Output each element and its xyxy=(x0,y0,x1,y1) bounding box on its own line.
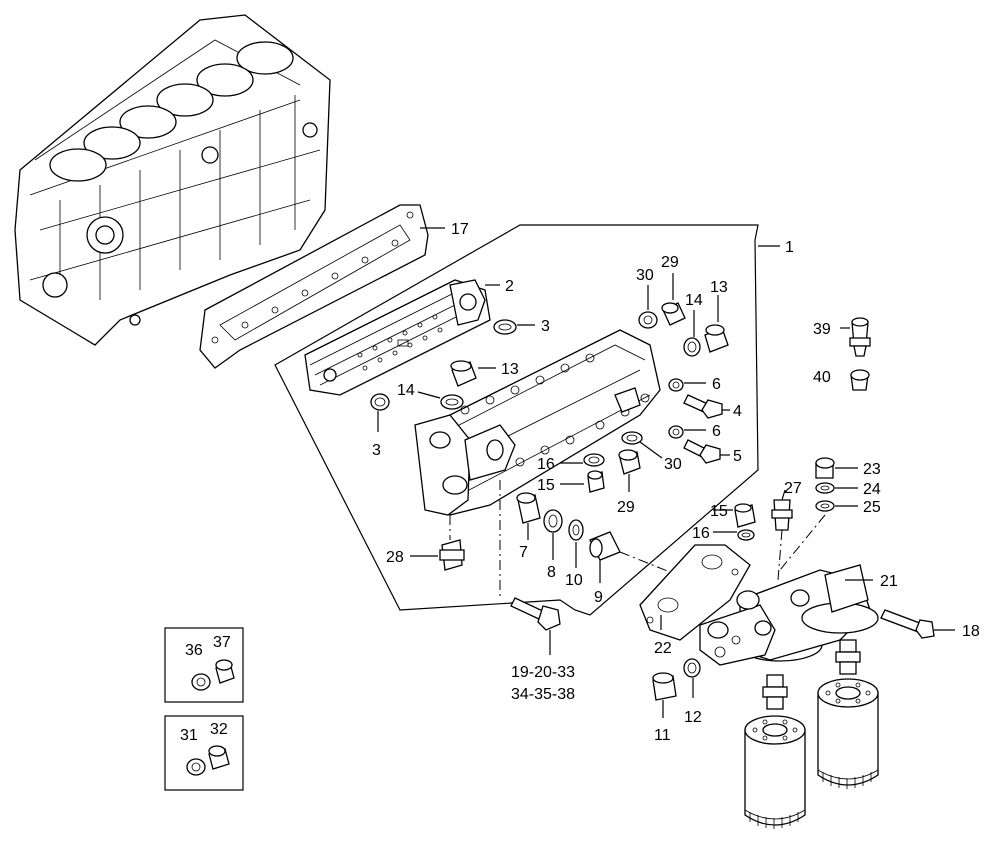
gasket-22 xyxy=(639,544,751,641)
oil-filter-right xyxy=(817,678,879,789)
filter-nipple-left xyxy=(762,674,788,710)
fitting-28 xyxy=(439,539,465,571)
callout-27: 27 xyxy=(784,480,802,497)
callout-31: 31 xyxy=(180,727,198,744)
washer-30a xyxy=(638,311,658,329)
o-ring-10 xyxy=(568,519,584,541)
callout-25: 25 xyxy=(863,499,881,516)
callout-5: 5 xyxy=(733,448,742,465)
callout-36: 36 xyxy=(185,642,203,659)
o-ring-3a xyxy=(493,319,517,335)
sensor-39 xyxy=(849,317,871,357)
inset-box-36-37: 36 37 xyxy=(164,627,244,703)
callout-6a: 6 xyxy=(712,376,721,393)
washer-16a xyxy=(583,453,605,467)
plug-29b xyxy=(618,449,641,475)
bolt-5 xyxy=(683,439,721,464)
callout-2: 2 xyxy=(505,278,514,295)
filter-nipple-right xyxy=(835,639,861,675)
callout-32: 32 xyxy=(210,721,228,738)
callout-18: 18 xyxy=(962,623,980,640)
callout-17: 17 xyxy=(451,221,469,238)
callout-14a: 14 xyxy=(397,382,415,399)
callout-12: 12 xyxy=(684,709,702,726)
callout-29b: 29 xyxy=(617,499,635,516)
plug-11 xyxy=(652,672,677,701)
plug-13b xyxy=(704,324,729,353)
engine-block xyxy=(14,14,331,346)
callout-6b: 6 xyxy=(712,423,721,440)
plug-29a xyxy=(661,302,686,326)
oil-filter-left xyxy=(744,715,806,829)
washer-16b xyxy=(737,529,755,541)
callout-11: 11 xyxy=(654,727,671,744)
cylinder-bores xyxy=(49,41,294,182)
callout-15a: 15 xyxy=(537,477,555,494)
bolt-4 xyxy=(683,394,723,419)
callout-14b: 14 xyxy=(685,292,703,309)
plug-23 xyxy=(815,457,835,479)
callout-7: 7 xyxy=(519,544,528,561)
sleeve-8 xyxy=(543,509,563,533)
callout-37: 37 xyxy=(213,634,231,651)
washer-24 xyxy=(815,482,835,494)
o-ring-14b xyxy=(683,337,701,357)
callout-bolt-line1: 19-20-33 xyxy=(511,664,575,681)
o-ring-3b xyxy=(370,393,390,411)
oil-cooler-core xyxy=(304,279,491,396)
callout-24: 24 xyxy=(863,481,881,498)
o-ring-14a xyxy=(440,394,464,410)
bolt-18 xyxy=(880,609,935,639)
plug-40 xyxy=(850,369,870,391)
callout-3a: 3 xyxy=(541,318,550,335)
plug-15b xyxy=(734,503,756,528)
callout-29a: 29 xyxy=(661,254,679,271)
fitting-7 xyxy=(516,492,541,524)
plug-13a xyxy=(450,360,477,387)
oil-cooler-housing xyxy=(414,329,661,516)
assembly-boundary xyxy=(274,224,759,616)
callout-bolt-line2: 34-35-38 xyxy=(511,686,575,703)
callout-8: 8 xyxy=(547,564,556,581)
plug-15a xyxy=(587,470,605,493)
callout-22: 22 xyxy=(654,640,672,657)
callout-16a: 16 xyxy=(537,456,555,473)
callout-13a: 13 xyxy=(501,361,519,378)
callout-16b: 16 xyxy=(692,525,710,542)
washer-25 xyxy=(815,500,835,512)
callout-13b: 13 xyxy=(710,279,728,296)
washer-12 xyxy=(683,658,701,678)
callout-21: 21 xyxy=(880,573,898,590)
callout-4: 4 xyxy=(733,403,742,420)
washer-30b xyxy=(621,431,643,445)
callout-1: 1 xyxy=(785,239,794,256)
inset-box-31-32: 31 32 xyxy=(164,715,244,791)
callout-23: 23 xyxy=(863,461,881,478)
callout-15b: 15 xyxy=(710,503,728,520)
washer-6a xyxy=(668,378,684,392)
washer-6b xyxy=(668,425,684,439)
oil-filter-head xyxy=(699,564,879,666)
gasket-17 xyxy=(199,204,429,369)
bolt-19-20-33 xyxy=(510,597,561,631)
callout-3b: 3 xyxy=(372,442,381,459)
callout-40: 40 xyxy=(813,369,831,386)
callout-10: 10 xyxy=(565,572,583,589)
callout-30b: 30 xyxy=(664,456,682,473)
callout-28: 28 xyxy=(386,549,404,566)
callout-9: 9 xyxy=(594,589,603,606)
fitting-9 xyxy=(589,531,621,561)
sensor-27 xyxy=(771,499,793,531)
callout-30a: 30 xyxy=(636,267,654,284)
callout-39: 39 xyxy=(813,321,831,338)
